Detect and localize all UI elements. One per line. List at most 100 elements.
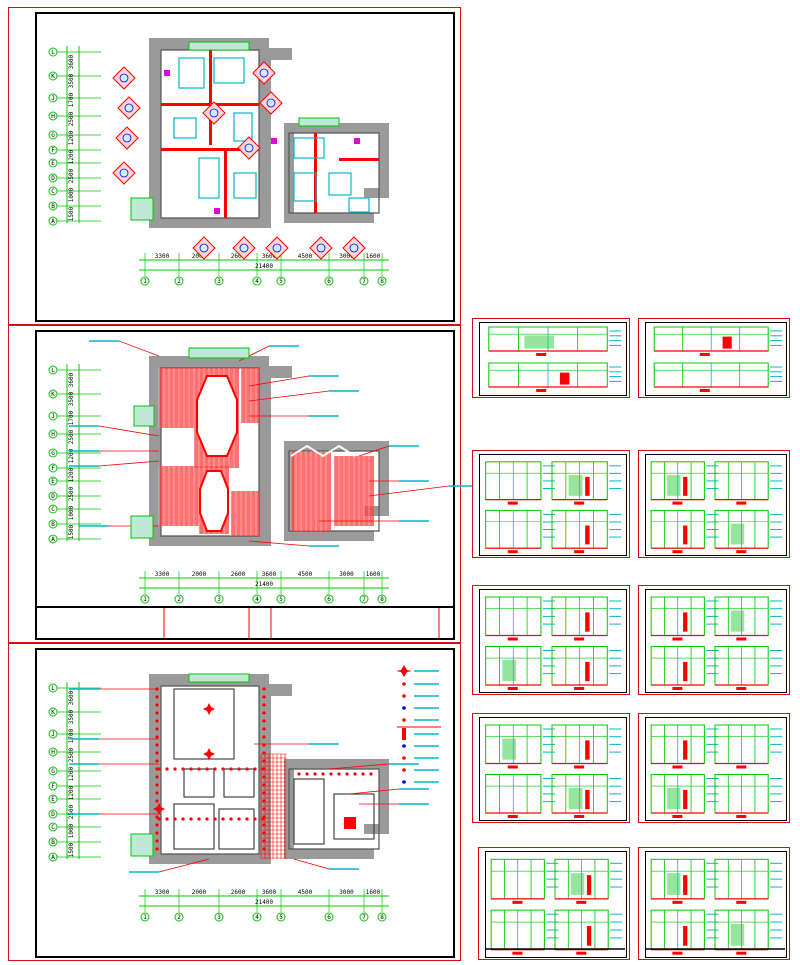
elevation-title-marker [507, 550, 518, 554]
light-fixture [262, 687, 266, 691]
grid-axis-bubble [140, 276, 150, 286]
elevation-drawing [653, 326, 783, 392]
elevation-sheet[interactable] [472, 450, 630, 558]
grid-axis-label: 5 [279, 914, 283, 921]
elevation-red-element [683, 925, 688, 946]
light-fixture [181, 767, 185, 771]
elevation-title-marker [672, 900, 683, 904]
light-fixture [155, 743, 159, 747]
dim-value-left: 1200 [68, 149, 75, 164]
dim-value-left: 3500 [68, 709, 75, 724]
elevation-drawing [645, 858, 785, 955]
grid-axis-label: K [51, 73, 55, 80]
dim-value-bottom: 3600 [262, 571, 277, 578]
elevation-red-element [585, 789, 590, 810]
grid-axis-label: 4 [255, 914, 259, 921]
light-fixture [321, 772, 325, 776]
light-fixture [221, 817, 225, 821]
grid-axis-label: F [51, 465, 55, 472]
light-fixture [229, 817, 233, 821]
grid-axis-bubble [252, 912, 262, 922]
dim-value-left: 3600 [68, 372, 75, 387]
elevation-sheet[interactable] [472, 318, 630, 398]
grid-axis-label: F [51, 147, 55, 154]
elevation-title-marker [672, 815, 683, 818]
elevation-title-marker [672, 687, 683, 690]
elevation-sheet[interactable] [472, 713, 630, 823]
dim-total: 21400 [255, 581, 273, 588]
leader-line [248, 375, 310, 387]
grid-axis-label: 6 [327, 596, 331, 603]
elevation-sheet[interactable] [478, 847, 630, 960]
grid-axis-label: 2 [177, 278, 181, 285]
grid-axis-label: 3 [217, 278, 221, 285]
grid-axis-bubble [359, 276, 369, 286]
elevation-index-circle [266, 98, 276, 108]
elevation-red-element [683, 476, 688, 496]
dim-value-left: 1700 [68, 728, 75, 743]
elevation-fill-panel [502, 738, 517, 760]
ceiling-hatch [241, 368, 259, 423]
grid-axis-label: 5 [279, 596, 283, 603]
elevation-sheet[interactable] [638, 585, 790, 695]
furniture [293, 172, 317, 202]
grid-axis-label: 1 [143, 596, 147, 603]
light-fixture [165, 767, 169, 771]
elevation-sheet[interactable] [638, 450, 790, 558]
legend-symbol [402, 744, 406, 748]
grid-axis-label: L [51, 367, 55, 374]
partition [161, 148, 259, 151]
grid-axis-bubble [324, 912, 334, 922]
elevation-sheet[interactable] [638, 713, 790, 823]
drawing-frame [645, 322, 787, 396]
grid-axis-label: 8 [380, 278, 384, 285]
door-marker [354, 138, 360, 144]
grid-axis-label: G [51, 450, 55, 457]
wall [149, 38, 161, 228]
title-block [37, 606, 453, 640]
elevation-sheet[interactable] [638, 847, 790, 960]
light-fixture [155, 839, 159, 843]
light-fixture [155, 751, 159, 755]
elevation-drawing [485, 858, 625, 955]
dim-value-bottom: 4500 [298, 253, 313, 260]
dim-value-bottom: 3000 [339, 889, 354, 896]
grid-axis-label: E [51, 160, 55, 167]
room-outline [293, 778, 325, 845]
grid-axis-label: H [51, 749, 55, 756]
elevation-red-element [586, 925, 592, 946]
light-fixture [213, 767, 217, 771]
elevation-drawing [650, 461, 783, 554]
balcony-hatch [188, 673, 250, 683]
drawing-frame [645, 717, 787, 821]
legend-symbol [402, 756, 406, 760]
drawing-frame [35, 330, 455, 640]
grid-axis-label: 6 [327, 278, 331, 285]
light-fixture [155, 695, 159, 699]
elevation-sheet[interactable] [638, 318, 790, 398]
dim-value-bottom: 4500 [298, 889, 313, 896]
elevation-title-marker [512, 900, 523, 904]
light-fixture [361, 772, 365, 776]
dim-value-left: 2500 [68, 168, 75, 183]
legend-symbol [402, 768, 406, 772]
dim-value-bottom: 1600 [366, 571, 381, 578]
wall [364, 188, 389, 198]
grid-axis-label: 4 [255, 278, 259, 285]
dim-value-left: 1200 [68, 448, 75, 463]
furniture [173, 117, 197, 139]
light-fixture [345, 772, 349, 776]
elevation-title-marker [736, 815, 747, 818]
elevation-sheet[interactable] [472, 585, 630, 695]
elevation-title-marker [672, 765, 683, 769]
light-fixture [155, 767, 159, 771]
grid-axis-label: E [51, 796, 55, 803]
elevation-title-marker [736, 951, 747, 955]
leader-line [358, 445, 390, 457]
wall [259, 366, 271, 546]
dim-value-left: 3600 [68, 54, 75, 69]
light-fixture [165, 817, 169, 821]
